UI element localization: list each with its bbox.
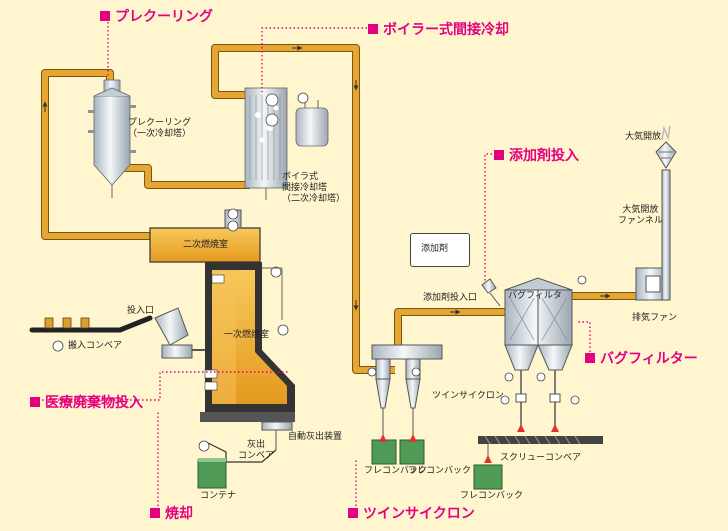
incinerator (149, 208, 295, 450)
callout-marker (585, 353, 595, 363)
callout-twin-cyclone: ツインサイクロン (348, 503, 475, 523)
ash-conveyor (197, 440, 277, 489)
callout-bag-filter: バグフィルター (585, 348, 698, 368)
label-exhaust-fan: 排気ファン (632, 313, 678, 323)
label-secondary-chamber: 二次燃焼室 (183, 240, 229, 250)
callout-marker (494, 150, 504, 160)
label-primary-chamber: 一次燃焼室 (224, 330, 270, 340)
label-input-conveyor: 搬入コンベア (68, 341, 123, 351)
pre-cooling-tower (88, 79, 136, 198)
callout-marker (30, 397, 40, 407)
label-twin-cyclone: ツインサイクロン (432, 391, 504, 401)
label-flexible-bag-right: フレコンバック (408, 466, 472, 476)
additive-box: 添加剤 (410, 233, 470, 267)
callout-marker (100, 11, 110, 21)
bag-filter (500, 275, 587, 432)
callout-medical-waste-input: 医療廃棄物投入 (30, 392, 143, 412)
label-boiler-cooler: ボイラ式 間接冷却塔 （二次冷却塔） (282, 172, 346, 204)
twin-cyclone-unit (367, 344, 443, 465)
input-conveyor (29, 307, 205, 359)
callout-marker (348, 508, 358, 518)
label-additive-port: 添加剤投入口 (423, 293, 478, 303)
label-funnel: 大気開放 ファンネル (618, 205, 663, 226)
boiler-indirect-cooler (244, 87, 329, 200)
callout-precooling: プレクーリング (100, 6, 213, 26)
duct-network (41, 44, 640, 374)
screw-conveyor (473, 435, 603, 490)
label-flexible-bag-bottom: フレコンバック (460, 491, 524, 501)
callout-leaders (38, 22, 591, 510)
label-bag-filter: バグフィルタ (508, 291, 562, 301)
callout-incineration: 焼却 (150, 503, 193, 523)
label-ash-conveyor: 灰出 コンベア (238, 440, 275, 461)
callout-marker (368, 24, 378, 34)
label-atmosphere: 大気開放 (625, 132, 662, 142)
additive-hopper (481, 278, 501, 307)
exhaust-stack (635, 125, 677, 301)
label-precooling: プレクーリング （一次冷却塔） (128, 118, 192, 139)
callout-marker (150, 508, 160, 518)
label-screw-conveyor: スクリューコンベア (500, 453, 582, 463)
label-flexible-bag-left: フレコンバック (364, 466, 428, 476)
label-input-port: 投入口 (127, 306, 155, 316)
callout-additive-input: 添加剤投入 (494, 145, 579, 165)
label-additive-box: 添加剤 (421, 244, 449, 254)
label-auto-ash: 自動灰出装置 (288, 432, 343, 442)
callout-boiler-cooling: ボイラー式間接冷却 (368, 19, 509, 39)
label-container: コンテナ (200, 491, 237, 501)
